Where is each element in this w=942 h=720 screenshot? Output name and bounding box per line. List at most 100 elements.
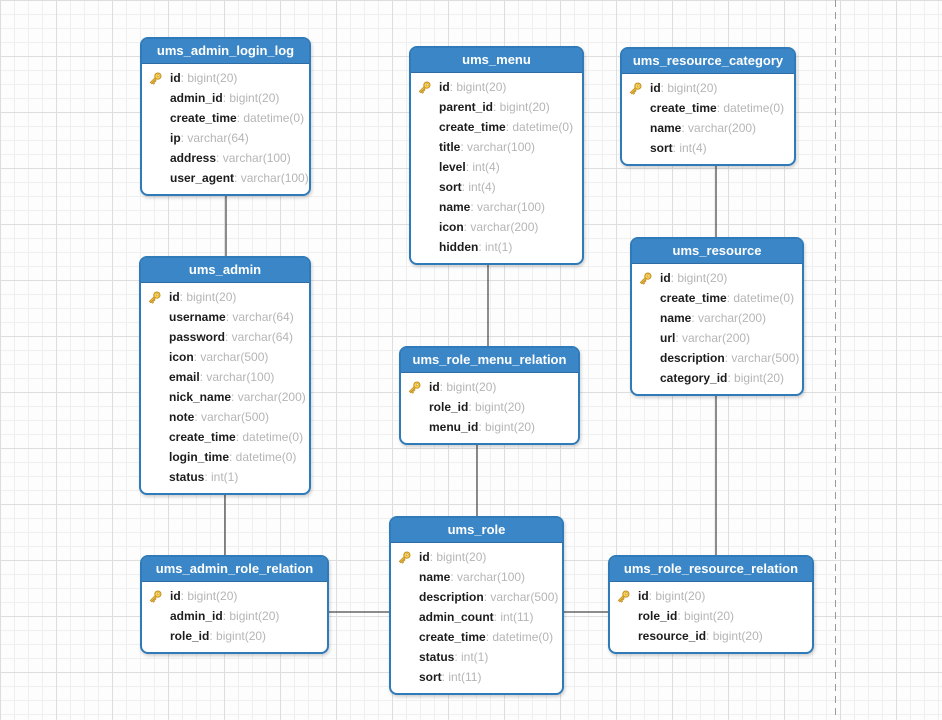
field-row[interactable]: role_id: bigint(20) [407,397,572,417]
field-type: : bigint(20) [449,80,507,94]
field-row[interactable]: role_id: bigint(20) [148,626,321,646]
field-row[interactable]: id: bigint(20) [407,377,572,397]
table-ums_resource_category[interactable]: ums_resource_category id: bigint(20)crea… [620,47,796,166]
field-row[interactable]: create_time: datetime(0) [148,108,305,128]
field-name: role_id [429,400,469,414]
field-row[interactable]: email: varchar(100) [147,367,303,387]
field-row[interactable]: ip: varchar(64) [148,128,303,148]
table-title[interactable]: ums_role [391,518,562,543]
field-row[interactable]: create_time: datetime(0) [397,627,556,647]
table-ums_admin_role_relation[interactable]: ums_admin_role_relation id: bigint(20)ad… [140,555,329,654]
field-row[interactable]: menu_id: bigint(20) [407,417,572,437]
field-row[interactable]: role_id: bigint(20) [616,606,806,626]
primary-key-icon-cell [407,380,429,395]
table-title[interactable]: ums_admin_role_relation [142,557,327,582]
field-row[interactable]: admin_count: int(11) [397,607,556,627]
table-title[interactable]: ums_role_menu_relation [401,348,578,373]
field-row[interactable]: category_id: bigint(20) [638,368,796,388]
field-row[interactable]: name: varchar(100) [397,567,556,587]
field-name: title [439,140,461,154]
field-row[interactable]: id: bigint(20) [148,68,303,88]
field-row[interactable]: address: varchar(100) [148,148,303,168]
field-row[interactable]: icon: varchar(200) [417,217,576,237]
table-name-label: ums_role_resource_relation [623,561,799,576]
field-row[interactable]: login_time: datetime(0) [147,447,303,467]
field-row[interactable]: name: varchar(100) [417,197,576,217]
table-ums_role[interactable]: ums_role id: bigint(20)name: varchar(100… [389,516,564,695]
table-ums_admin[interactable]: ums_admin id: bigint(20)username: varcha… [139,256,311,495]
table-field-list: id: bigint(20)admin_id: bigint(20)create… [142,64,309,194]
field-row[interactable]: create_time: datetime(0) [417,117,576,137]
field-type: : int(11) [441,670,482,684]
table-title[interactable]: ums_role_resource_relation [610,557,812,582]
field-row[interactable]: name: varchar(200) [638,308,796,328]
field-row[interactable]: user_agent: varchar(100) [148,168,309,188]
field-name: id [638,589,649,603]
primary-key-icon-cell [628,81,650,96]
field-row[interactable]: parent_id: bigint(20) [417,97,576,117]
field-row[interactable]: id: bigint(20) [397,547,556,567]
table-title[interactable]: ums_resource_category [622,49,794,74]
field-row[interactable]: nick_name: varchar(200) [147,387,306,407]
field-type: : bigint(20) [468,400,526,414]
table-field-list: id: bigint(20)role_id: bigint(20)menu_id… [401,373,578,443]
field-row[interactable]: password: varchar(64) [147,327,303,347]
field-row[interactable]: sort: int(11) [397,667,556,687]
field-row[interactable]: id: bigint(20) [638,268,796,288]
field-type: : datetime(0) [716,101,785,115]
table-title[interactable]: ums_admin_login_log [142,39,309,64]
field-name: username [169,310,226,324]
primary-key-icon-cell [148,589,170,604]
field-row[interactable]: status: int(1) [397,647,556,667]
field-row[interactable]: id: bigint(20) [148,586,321,606]
field-name: icon [169,350,194,364]
field-type: : varchar(64) [225,310,294,324]
table-ums_menu[interactable]: ums_menu id: bigint(20)parent_id: bigint… [409,46,584,265]
field-type: : varchar(500) [724,351,800,365]
primary-key-icon [398,551,411,564]
field-row[interactable]: id: bigint(20) [628,78,788,98]
field-row[interactable]: create_time: datetime(0) [638,288,796,308]
primary-key-icon [149,590,162,603]
field-row[interactable]: id: bigint(20) [616,586,806,606]
table-ums_role_resource_relation[interactable]: ums_role_resource_relation id: bigint(20… [608,555,814,654]
table-title[interactable]: ums_admin [141,258,309,283]
field-row[interactable]: hidden: int(1) [417,237,576,257]
field-row[interactable]: url: varchar(200) [638,328,796,348]
field-row[interactable]: admin_id: bigint(20) [148,88,303,108]
table-field-list: id: bigint(20)admin_id: bigint(20)role_i… [142,582,327,652]
field-row[interactable]: admin_id: bigint(20) [148,606,321,626]
table-title[interactable]: ums_resource [632,239,802,264]
table-name-label: ums_admin_login_log [156,43,295,58]
field-row[interactable]: name: varchar(200) [628,118,788,138]
field-name: login_time [169,450,230,464]
field-row[interactable]: sort: int(4) [628,138,788,158]
field-row[interactable]: id: bigint(20) [147,287,303,307]
field-row[interactable]: username: varchar(64) [147,307,303,327]
field-type: : varchar(100) [216,151,291,165]
table-ums_resource[interactable]: ums_resource id: bigint(20)create_time: … [630,237,804,396]
field-row[interactable]: icon: varchar(500) [147,347,303,367]
field-row[interactable]: note: varchar(500) [147,407,303,427]
field-type: : datetime(0) [236,111,305,125]
table-ums_role_menu_relation[interactable]: ums_role_menu_relation id: bigint(20)rol… [399,346,580,445]
field-row[interactable]: status: int(1) [147,467,303,487]
field-row[interactable]: description: varchar(500) [397,587,558,607]
field-row[interactable]: description: varchar(500) [638,348,799,368]
field-type: : bigint(20) [727,371,785,385]
table-title[interactable]: ums_menu [411,48,582,73]
field-name: id [169,290,180,304]
table-name-label: ums_menu [462,52,531,67]
field-type: : bigint(20) [222,609,280,623]
field-row[interactable]: create_time: datetime(0) [147,427,303,447]
field-row[interactable]: sort: int(4) [417,177,576,197]
table-field-list: id: bigint(20)username: varchar(64)passw… [141,283,309,493]
field-row[interactable]: title: varchar(100) [417,137,576,157]
field-row[interactable]: create_time: datetime(0) [628,98,788,118]
field-row[interactable]: resource_id: bigint(20) [616,626,806,646]
field-row[interactable]: id: bigint(20) [417,77,576,97]
table-ums_admin_login_log[interactable]: ums_admin_login_log id: bigint(20)admin_… [140,37,311,196]
field-row[interactable]: level: int(4) [417,157,576,177]
primary-key-icon-cell [616,589,638,604]
